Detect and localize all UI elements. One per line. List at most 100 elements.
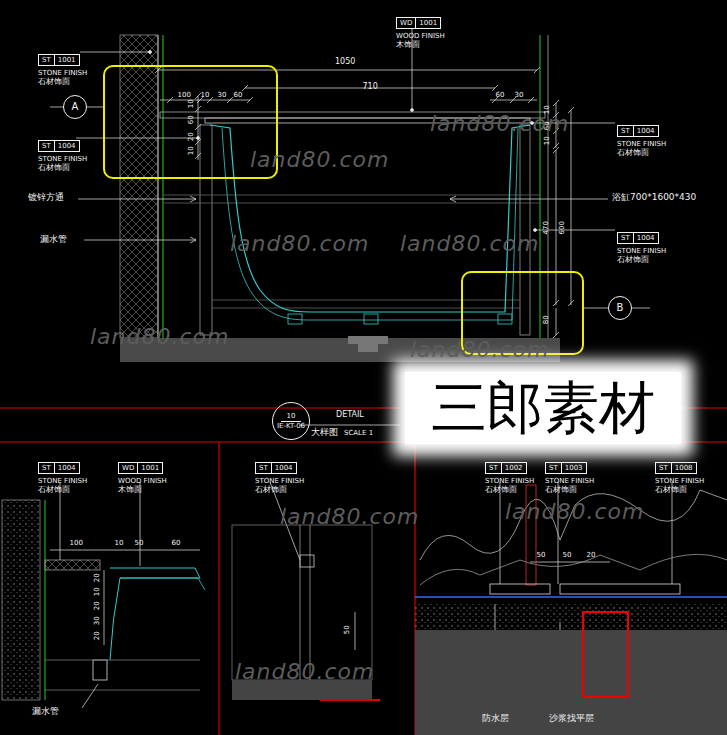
dimension: 10	[187, 99, 195, 108]
dimension: 30	[218, 92, 227, 100]
finish-number: 1001	[138, 463, 162, 473]
reference-mark: 10	[281, 412, 302, 421]
finish-name: 石材饰面	[617, 148, 666, 157]
dimension: 710	[363, 83, 378, 92]
finish-name: STONE FINISH	[617, 140, 666, 148]
dimension: 30	[93, 616, 101, 625]
watermark: land80.com	[230, 232, 369, 256]
dimension: 20	[93, 631, 101, 640]
finish-name: 石材饰面	[255, 485, 304, 494]
part-name: 大样图	[311, 428, 338, 438]
tag-code-box: ST1004	[38, 462, 80, 474]
tag-code-box: ST1003	[545, 462, 587, 474]
watermark: land80.com	[430, 112, 569, 136]
reference-mark: B	[617, 302, 624, 314]
finish-name: STONE FINISH	[617, 247, 666, 255]
material-code: ST	[618, 126, 634, 136]
watermark: land80.com	[250, 148, 389, 172]
watermark-text: 三郎素材	[431, 376, 655, 440]
dimension: 30	[515, 92, 524, 100]
dimension: 20	[93, 573, 101, 582]
dimension: 470	[542, 221, 550, 234]
finish-tag: ST1001STONE FINISH石材饰面	[38, 47, 87, 86]
part-name: 镀锌方通	[28, 193, 64, 203]
finish-name: STONE FINISH	[38, 477, 87, 485]
finish-tag: ST1004STONE FINISH石材饰面	[38, 455, 87, 494]
finish-number: 1008	[672, 463, 696, 473]
tag-code-box: ST1001	[38, 54, 80, 66]
finish-tag: WD1001WOOD FINISH木饰面	[118, 455, 167, 494]
watermark: land80.com	[505, 500, 644, 524]
finish-name: 木饰面	[396, 40, 445, 49]
finish-name: WOOD FINISH	[396, 32, 445, 40]
tag-code-box: ST1004	[617, 125, 659, 137]
part-name: 浴缸700*1600*430	[612, 193, 696, 203]
tag-code-box: WD1001	[118, 462, 163, 474]
material-code: WD	[397, 18, 416, 28]
finish-tag: ST1004STONE FINISH石材饰面	[617, 118, 666, 157]
finish-number: 1001	[55, 55, 79, 65]
finish-name: STONE FINISH	[38, 69, 87, 77]
dimension: 50	[563, 552, 572, 560]
finish-number: 1003	[562, 463, 586, 473]
part-name: 沙浆找平层	[549, 714, 594, 724]
finish-name: 木饰面	[118, 485, 167, 494]
part-name: 漏水管	[32, 707, 59, 717]
finish-tag: ST1004STONE FINISH石材饰面	[617, 225, 666, 264]
reference-circle: B	[608, 296, 632, 320]
finish-name: STONE FINISH	[655, 477, 704, 485]
dimension: 80	[542, 315, 550, 324]
dimension: 10	[543, 136, 551, 145]
tag-code-box: ST1004	[255, 462, 297, 474]
tag-code-box: ST1008	[655, 462, 697, 474]
finish-number: 1004	[634, 233, 658, 243]
material-code: ST	[486, 463, 502, 473]
watermark: land80.com	[280, 505, 419, 529]
dimension: 60	[234, 92, 243, 100]
dimension: 10	[115, 540, 124, 548]
dimension: 60	[172, 540, 181, 548]
dimension: 50	[135, 540, 144, 548]
tag-code-box: ST1004	[38, 140, 80, 152]
dimension: 1050	[335, 58, 355, 67]
finish-tag: ST1008STONE FINISH石材饰面	[655, 455, 704, 494]
dimension: 600	[558, 221, 566, 234]
dimension: 50	[343, 625, 351, 634]
reference-mark: A	[72, 101, 79, 113]
dimension: DETAIL	[336, 411, 364, 420]
finish-name: 石材饰面	[485, 485, 534, 494]
finish-name: 石材饰面	[38, 77, 87, 86]
material-code: WD	[119, 463, 138, 473]
dimension: 10	[187, 146, 195, 155]
material-code: ST	[618, 233, 634, 243]
dimension: 20	[93, 601, 101, 610]
tag-code-box: WD1001	[396, 17, 441, 29]
tag-code-box: ST1002	[485, 462, 527, 474]
dimension: SCALE 1	[344, 430, 373, 438]
watermark-band: 三郎素材	[405, 372, 681, 444]
material-code: ST	[39, 55, 55, 65]
dimension: 50	[537, 552, 546, 560]
finish-number: 1004	[634, 126, 658, 136]
finish-name: STONE FINISH	[255, 477, 304, 485]
finish-name: STONE FINISH	[38, 155, 87, 163]
dimension: 10	[93, 587, 101, 596]
finish-name: 石材饰面	[545, 485, 594, 494]
dimension: 100	[178, 92, 191, 100]
finish-name: 石材饰面	[38, 163, 87, 172]
reference-circle: 10IE-KT-06	[272, 402, 310, 440]
finish-number: 1001	[416, 18, 440, 28]
dimension: 20	[187, 132, 195, 141]
part-name: 漏水管	[40, 235, 67, 245]
material-code: ST	[39, 463, 55, 473]
finish-name: STONE FINISH	[545, 477, 594, 485]
finish-number: 1004	[272, 463, 296, 473]
reference-circle: A	[63, 95, 87, 119]
watermark: land80.com	[90, 325, 229, 349]
sheet-number: IE-KT-06	[277, 422, 305, 430]
dimension: 100	[70, 540, 83, 548]
finish-tag: ST1004STONE FINISH石材饰面	[38, 133, 87, 172]
dimension: 20	[587, 552, 596, 560]
dimension: 60	[187, 115, 195, 124]
tag-code-box: ST1004	[617, 232, 659, 244]
